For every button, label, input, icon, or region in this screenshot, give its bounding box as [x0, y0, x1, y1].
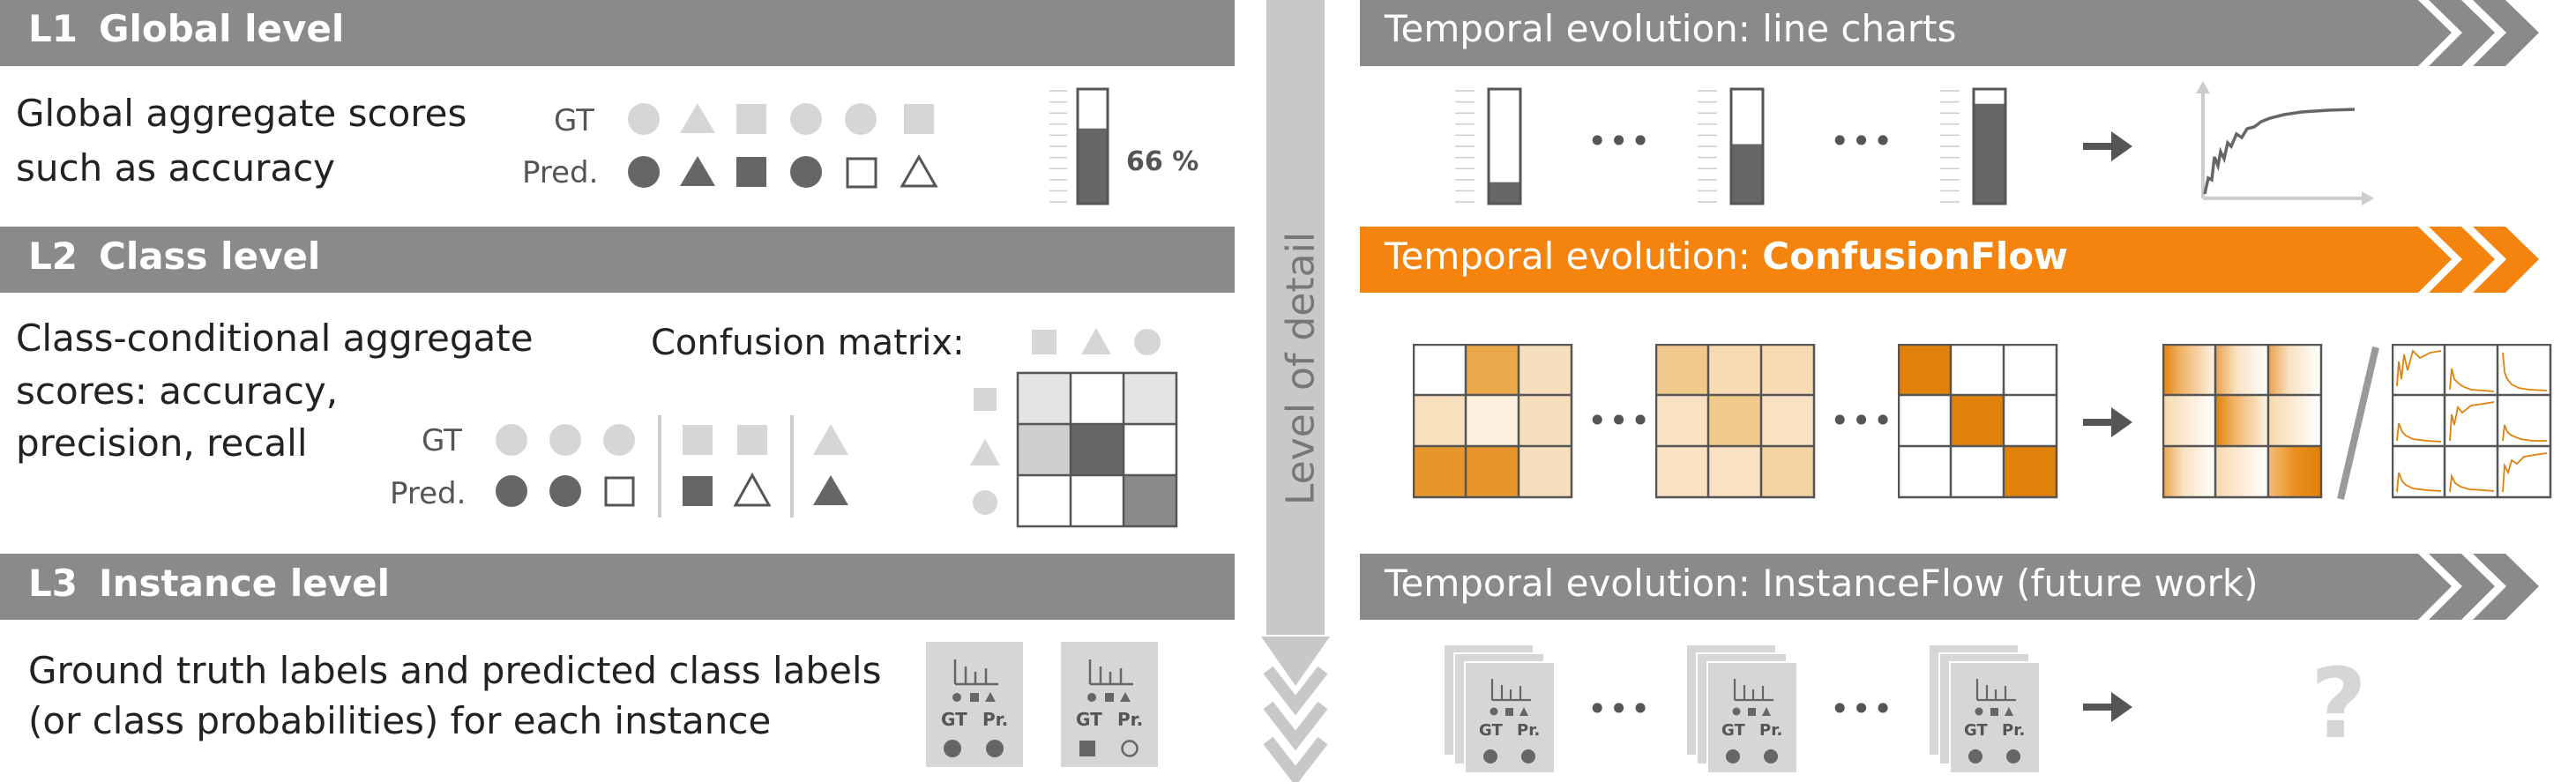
l3-title: Instance level — [99, 562, 390, 605]
card-pr-label: Pr. — [1759, 721, 1783, 740]
l1-header — [0, 0, 1235, 66]
row1-ellipsis: ••• — [1830, 122, 1895, 160]
row3-header — [1360, 554, 2539, 620]
cf-matrix-1 — [1413, 344, 1573, 499]
level-of-detail-label: Level of detail — [1278, 231, 1324, 506]
l1-pred-label: Pred. — [522, 155, 599, 190]
l2-header — [0, 227, 1235, 293]
row2-title: Temporal evolution: ConfusionFlow — [1385, 235, 2068, 278]
l1-desc-line2: such as accuracy — [16, 146, 336, 190]
card-pr-label: Pr. — [2002, 721, 2026, 740]
row3-ellipsis: ••• — [1587, 689, 1653, 728]
card-pr-label: Pr. — [1517, 721, 1541, 740]
row3-ellipsis: ••• — [1830, 689, 1895, 728]
l2-confusion-matrix — [970, 328, 1178, 528]
cf-matrix-3 — [1898, 344, 2058, 499]
l1-title: Global level — [99, 7, 345, 50]
l3-desc-line1: Ground truth labels and predicted class … — [28, 649, 882, 692]
l2-title: Class level — [99, 235, 321, 278]
pred-triangle-icon — [680, 156, 715, 186]
l1-gt-label: GT — [554, 103, 594, 138]
l1-code: L1 — [28, 7, 78, 50]
l1-accuracy-bar — [1049, 87, 1109, 205]
separator-slash — [2337, 346, 2379, 500]
row2-title-prefix: Temporal evolution: — [1385, 235, 1763, 278]
gt-circle-icon — [628, 103, 660, 135]
gt-triangle-icon — [680, 103, 715, 133]
row2-ellipsis: ••• — [1587, 401, 1653, 440]
pred-square-icon — [736, 157, 766, 187]
l3-header — [0, 554, 1235, 620]
instance-card-stack: GT Pr. — [1685, 644, 1818, 776]
row1-title: Temporal evolution: line charts — [1385, 7, 1957, 50]
level-of-detail-arrow — [1261, 0, 1330, 782]
row1-snapshot-bar — [1940, 87, 2007, 205]
l2-desc-line2: scores: accuracy, — [16, 369, 339, 413]
row1-line-chart — [2196, 81, 2374, 205]
row2-header — [1360, 227, 2539, 293]
l2-gt-label: GT — [422, 423, 462, 458]
l3-desc-line2: (or class probabilities) for each instan… — [28, 699, 772, 742]
instance-card-stack: GT Pr. — [1928, 644, 2060, 776]
l2-pred-label: Pred. — [390, 476, 467, 511]
l1-symbols — [628, 103, 938, 189]
row3-arrow-icon — [2083, 692, 2132, 722]
card-gt-label: GT — [1076, 709, 1102, 730]
l1-accuracy-value: 66 % — [1126, 146, 1199, 177]
card-pr-label: Pr. — [982, 709, 1009, 730]
row2-ellipsis: ••• — [1830, 401, 1895, 440]
pred-circle-icon — [790, 156, 822, 188]
l2-matrix-label: Confusion matrix: — [651, 323, 965, 363]
l1-desc-line1: Global aggregate scores — [16, 92, 467, 135]
l2-code: L2 — [28, 235, 78, 278]
instance-card: GT Pr. — [926, 642, 1023, 767]
cf-temporal-heatmap — [2162, 344, 2323, 499]
row1-ellipsis: ••• — [1587, 122, 1653, 160]
row1-arrow-icon — [2083, 131, 2132, 161]
row2-title-bold: ConfusionFlow — [1762, 235, 2068, 278]
cf-matrix-2 — [1655, 344, 1816, 499]
gt-square-icon — [736, 104, 766, 134]
card-gt-label: GT — [1964, 721, 1988, 740]
card-gt-label: GT — [1479, 721, 1503, 740]
row2-arrow-icon — [2083, 407, 2132, 437]
gt-circle-icon — [790, 103, 822, 135]
card-pr-label: Pr. — [1117, 709, 1144, 730]
pred-empty-triangle-icon — [900, 153, 938, 188]
pred-empty-square-icon — [846, 157, 877, 189]
l3-code: L3 — [28, 562, 78, 605]
l2-desc-line1: Class-conditional aggregate — [16, 317, 534, 360]
card-gt-label: GT — [941, 709, 967, 730]
l2-desc-line3: precision, recall — [16, 421, 308, 465]
row3-title: Temporal evolution: InstanceFlow (future… — [1385, 562, 2259, 605]
card-gt-label: GT — [1721, 721, 1745, 740]
instance-card-stack: GT Pr. — [1443, 644, 1575, 776]
l2-symbols — [496, 415, 848, 518]
gt-circle-icon — [845, 103, 877, 135]
row1-header — [1360, 0, 2539, 66]
cf-small-multiples — [2392, 344, 2552, 499]
row1-snapshot-bar — [1455, 87, 1522, 205]
instance-card: GT Pr. — [1061, 642, 1158, 767]
gt-square-icon — [904, 104, 934, 134]
future-question-mark: ? — [2311, 647, 2367, 760]
pred-circle-icon — [628, 156, 660, 188]
row1-snapshot-bar — [1698, 87, 1765, 205]
